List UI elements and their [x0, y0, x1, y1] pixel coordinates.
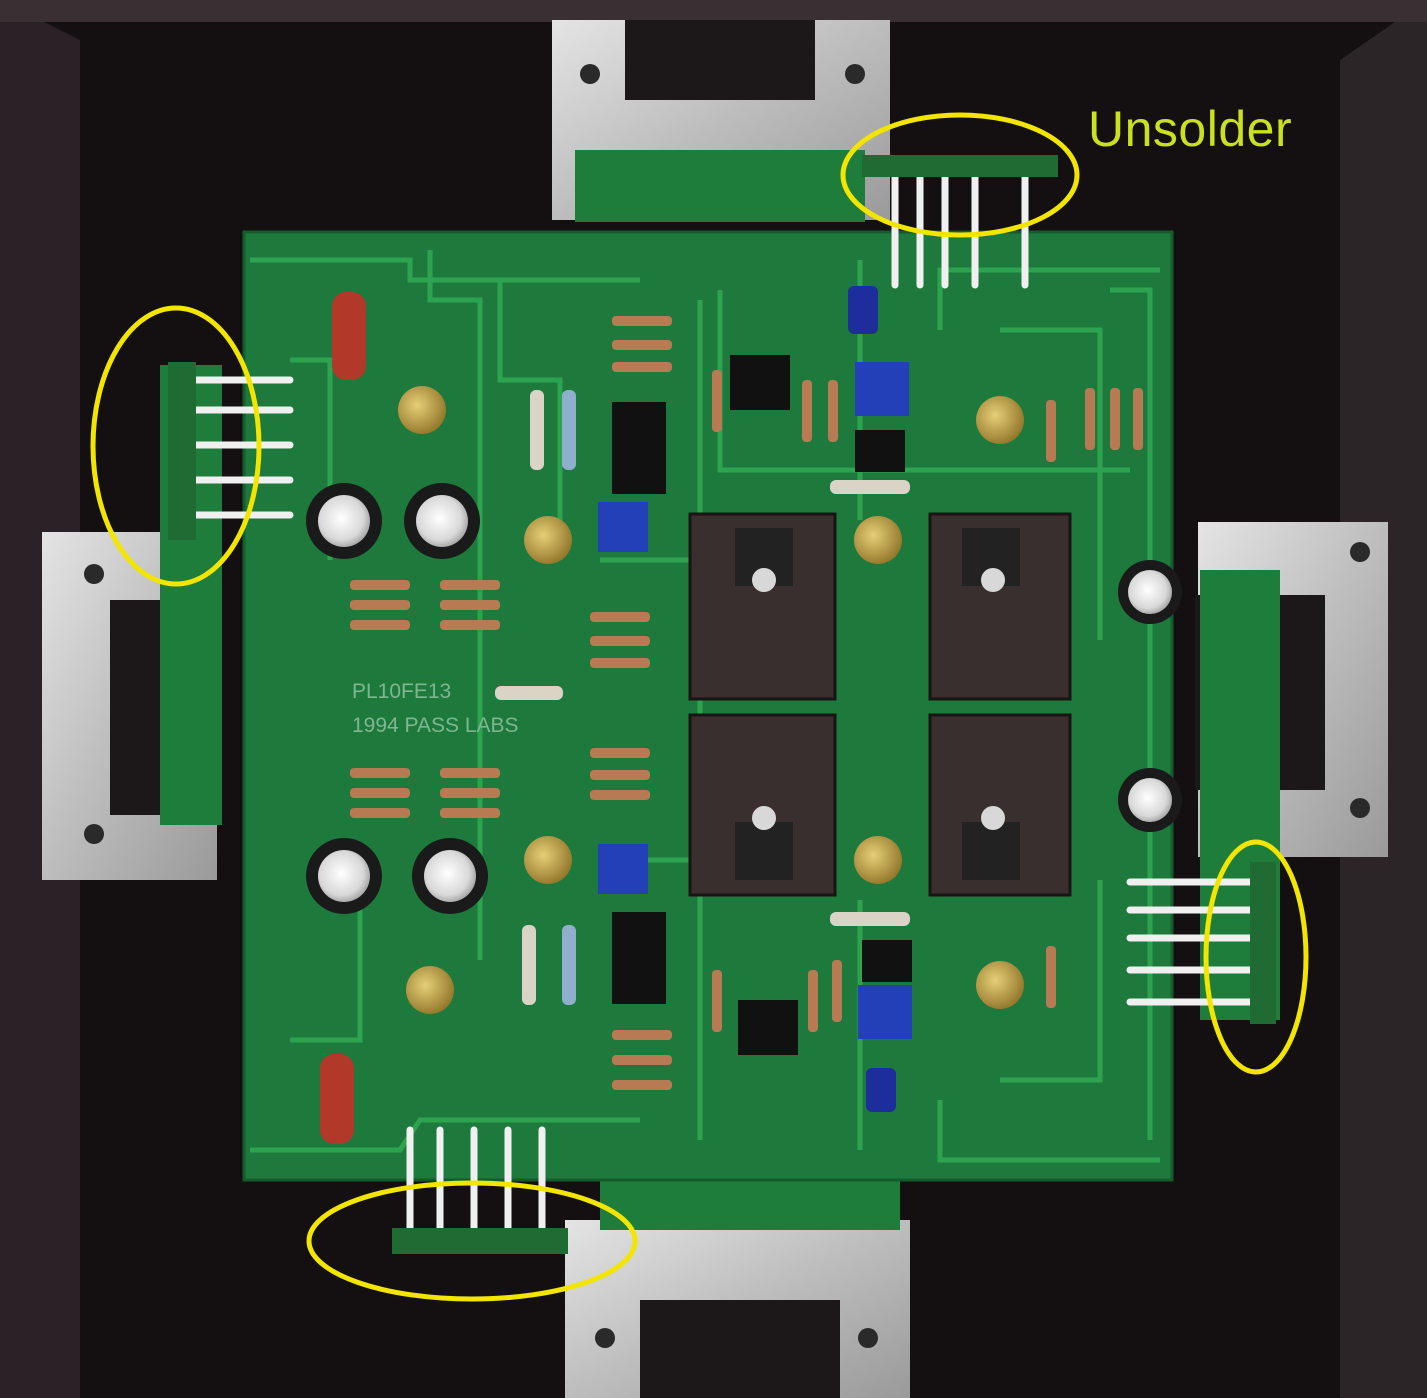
enclosure-top-rim	[0, 0, 1427, 22]
resistors	[350, 316, 1143, 1090]
highlight-right	[1203, 839, 1309, 1075]
highlight-bottom	[306, 1180, 638, 1302]
blue-trimmers	[598, 362, 912, 1039]
heatsink-bracket-bottom	[565, 1170, 910, 1398]
unsolder-label: Unsolder	[1088, 101, 1293, 157]
film-capacitors	[320, 292, 366, 1144]
main-pcb: PL10FE13 1994 PASS LABS	[242, 230, 1174, 1182]
integrated-circuits	[612, 355, 912, 1055]
highlight-top	[840, 112, 1080, 238]
heatsink-bracket-right	[1195, 522, 1388, 1020]
highlight-left	[90, 305, 262, 587]
heatsink-bracket-top	[552, 20, 890, 222]
brass-screws	[398, 386, 1024, 1014]
silkscreen-maker: 1994 PASS LABS	[352, 714, 519, 737]
enclosure-left-wall	[0, 0, 80, 1398]
transistor-heatsinks	[688, 512, 1072, 897]
electrolytic-capacitors	[306, 286, 1182, 1112]
daughter-boards	[168, 155, 1276, 1254]
silkscreen-model: PL10FE13	[352, 680, 451, 703]
unsolder-highlights	[90, 112, 1309, 1302]
